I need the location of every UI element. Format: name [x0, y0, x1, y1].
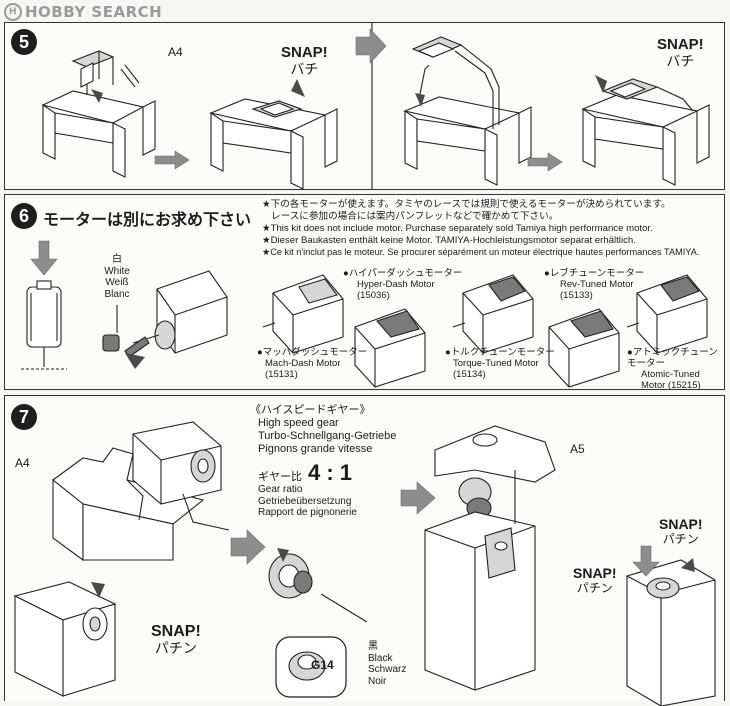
step5-arrow-2	[527, 152, 563, 172]
step5-snap-1: SNAP!バチ	[281, 44, 328, 78]
motor-rev-tuned-image	[452, 274, 534, 354]
high-speed-gear-heading: 《ハイスピードギヤー》 High speed gear Turbo-Schnel…	[250, 404, 397, 455]
step5-number: 5	[11, 29, 37, 55]
gearbox-assembly-illustration	[400, 425, 556, 691]
watermark-text: HOBBY SEARCH	[25, 3, 163, 21]
step7-snap-right: SNAP!パチン	[659, 516, 703, 547]
motor-rev-tuned-label: ●レブチューンモーター Rev-Tuned Motor (15133)	[544, 268, 645, 301]
step6-number: 6	[11, 203, 37, 229]
gear-and-shaft-illustration	[268, 548, 368, 623]
watermark-logo: H HOBBY SEARCH	[4, 2, 162, 22]
note-jp-1: ★下の各モーターが使えます。タミヤのレースでは規則で使えるモーターが決められてい…	[262, 199, 671, 210]
gear-ratio-translations: Gear ratio Getriebeübersetzung Rapport d…	[258, 484, 357, 518]
motor-atomic-tuned-image	[626, 274, 708, 354]
step5-big-arrow	[355, 28, 387, 64]
step7-big-arrow	[230, 529, 266, 565]
motor-mach-dash-label: ●マッハダッシュモーター Mach-Dash Motor (15131)	[257, 347, 368, 380]
step6-panel: 6 モーターは別にお求め下さい ★下の各モーターが使えます。タミヤのレースでは規…	[4, 194, 725, 391]
step5-part-label: A4	[168, 45, 183, 59]
note-de: ★Dieser Baukasten enthält keine Motor. T…	[262, 235, 636, 246]
step7-part-label-left: A4	[15, 456, 30, 470]
step7-snap-mid: SNAP!パチン	[573, 565, 617, 596]
step5-snap-2: SNAP!バチ	[657, 36, 704, 70]
motor-housing-illustration	[626, 545, 716, 706]
gear-ratio-label-jp: ギヤー比	[258, 471, 302, 483]
note-jp-2: レースに参加の場合には案内パンフレットなどで確かめて下さい。	[271, 211, 559, 222]
motor-mach-dash-image	[354, 308, 426, 388]
g14-callout-frame	[275, 636, 347, 698]
motor-with-pinion-illustration	[102, 270, 228, 369]
motor-insert-illustration	[21, 240, 67, 370]
chassis-bottom-view-illustration	[13, 581, 117, 697]
motor-torque-tuned-image	[548, 308, 620, 388]
step7-panel: 7 A4 A5 《ハイスピードギヤー》 High speed gear Turb…	[4, 395, 725, 706]
motor-hyper-dash-label: ●ハイパーダッシュモーター Hyper-Dash Motor (15036)	[343, 268, 463, 301]
chassis-illustration-1	[41, 50, 156, 178]
motor-atomic-tuned-label: ●アトミックチューンモーター Atomic-Tuned Motor (15215…	[627, 347, 718, 391]
g14-part-number: G14	[311, 658, 334, 672]
g14-color-label: 黒 Black Schwarz Noir	[368, 641, 407, 687]
gear-ratio-value: 4 : 1	[308, 460, 353, 485]
chassis-illustration-2	[209, 79, 338, 190]
motor-torque-tuned-label: ●トルクチューンモーター Torque-Tuned Motor (15134)	[445, 347, 555, 380]
note-fr: ★Ce kit n'inclut pas le moteur. Se procu…	[262, 247, 700, 257]
step7-snap-left: SNAP!パチン	[151, 623, 201, 656]
motor-hyper-dash-image	[262, 274, 344, 354]
chassis-with-motor-illustration	[52, 421, 230, 562]
step5-arrow-1	[154, 150, 190, 170]
step7-number: 7	[11, 404, 37, 430]
logo-circle-icon: H	[4, 3, 22, 21]
chassis-illustration-3	[403, 36, 532, 186]
step7-part-label-right: A5	[570, 442, 585, 456]
pinion-color-label: 白 White Weiß Blanc	[104, 254, 130, 300]
chassis-illustration-4	[581, 75, 710, 186]
step5-panel: 5 A4 SNAP!バチ SNAP!バチ	[4, 22, 725, 190]
note-en: ★This kit does not include motor. Purcha…	[262, 223, 653, 234]
step6-title: モーターは別にお求め下さい	[43, 212, 252, 229]
